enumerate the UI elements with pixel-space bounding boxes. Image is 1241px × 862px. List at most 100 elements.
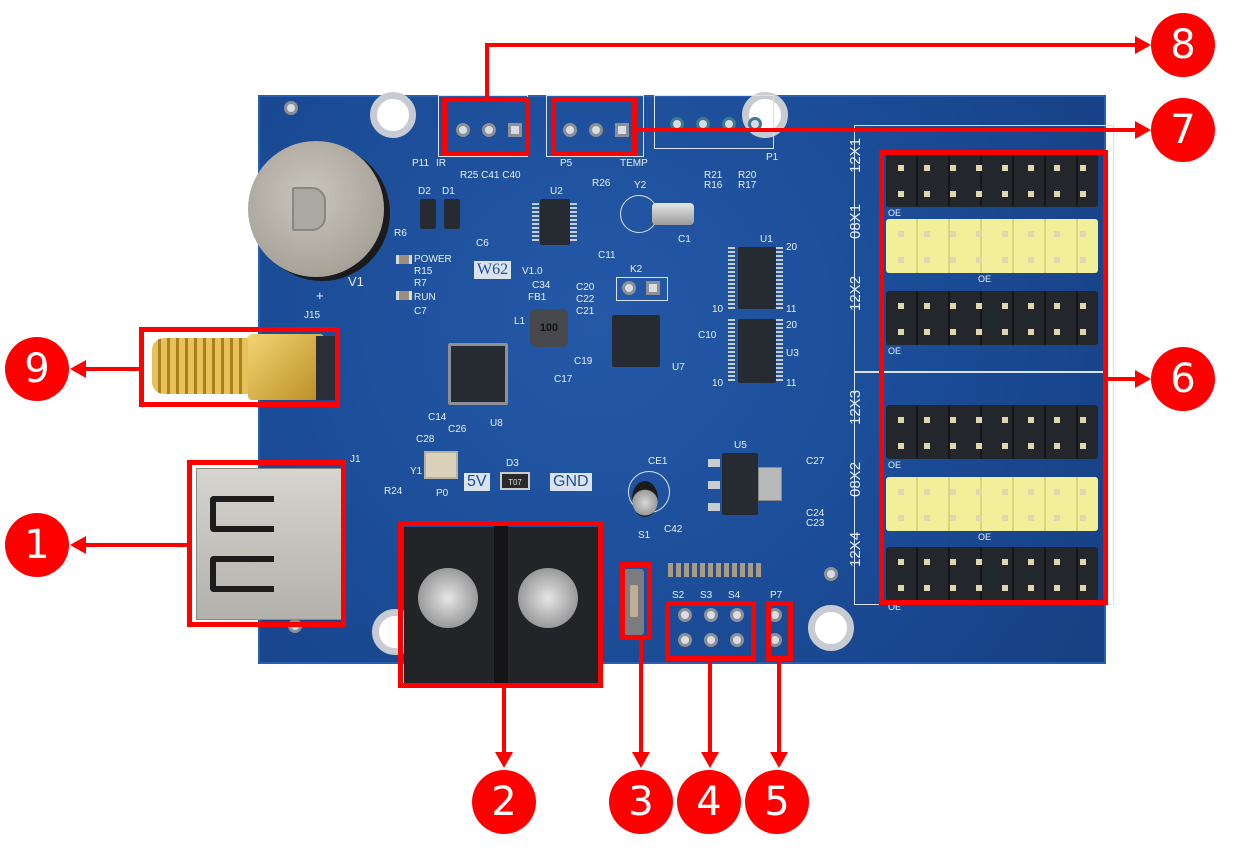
silk-u7: U7 [672,362,685,373]
silk-p1: P1 [766,152,779,163]
antenna-connector [152,338,252,394]
header-pin [1028,585,1034,591]
silk-u8: U8 [490,418,503,429]
header-pin [924,489,930,495]
silk-oe: OE [888,602,902,612]
s2-pin [678,608,692,622]
battery-clip [292,187,326,231]
silk-u1-pin10: 10 [712,304,724,315]
callout-7: 7 [1151,98,1215,162]
silk-c6: C6 [476,238,489,249]
silk-p7: P7 [770,590,783,601]
silk-r21: R21 [704,170,723,181]
silk-k2: K2 [630,264,643,275]
chip-u7 [612,315,660,367]
header-pin [1028,165,1034,171]
callout-3: 3 [609,770,673,834]
highlight-box-1 [187,460,346,627]
silk-r6: R6 [394,228,407,239]
power-led [396,255,412,264]
header-pin [1080,231,1086,237]
hub-port-label: 12X3 [847,389,864,425]
header-pin [1002,443,1008,449]
resistor-array [668,563,764,577]
mounting-hole [808,605,854,651]
button-s1-cap [630,585,638,617]
silk-c23: C23 [806,518,825,529]
header-pin [976,329,982,335]
silk-s1: S1 [638,530,651,541]
hub-port-label: 12X4 [847,531,864,567]
header-pin [898,257,904,263]
regulator-u5 [722,453,758,515]
highlight-box-6 [879,150,1108,605]
silk-c17: C17 [554,374,573,385]
header-pin [1080,191,1086,197]
arrow-6 [1135,370,1151,388]
s4-pin [730,633,744,647]
silk-run: RUN [414,292,436,303]
hub-header-12x4 [886,547,1098,601]
highlight-box-8 [442,97,530,156]
header-pin [898,585,904,591]
silk-p11: P11 [412,158,430,169]
header-pin [924,165,930,171]
callout-5: 5 [745,770,809,834]
silk-j15: J15 [304,310,321,321]
hub-port-label: 12X2 [847,275,864,311]
hub-port-label: 08X1 [847,203,864,239]
chip-pins [570,203,577,241]
temp-pin [563,123,577,137]
arrow-3 [632,752,650,768]
header-pin [1002,231,1008,237]
header-pin [1080,257,1086,263]
silk-c28: C28 [416,434,435,445]
silk-s4: S4 [728,590,741,601]
header-pin [950,329,956,335]
header-pin [1002,191,1008,197]
arrow-8 [1135,36,1151,54]
header-pin [1080,443,1086,449]
header-pin [1080,585,1086,591]
header-pin [1002,165,1008,171]
hub-divider [854,371,1106,373]
crystal-y2 [652,203,694,225]
silk-power: POWER [414,254,452,265]
highlight-box-5 [766,601,793,661]
silk-u3-pin10: 10 [712,378,724,389]
header-pin [898,165,904,171]
callout-6: 6 [1151,347,1215,411]
header-pin [1080,515,1086,521]
k2-outline [616,277,668,301]
silk-u3: U3 [786,348,799,359]
callout-8: 8 [1151,13,1215,77]
leader-line-5 [777,661,781,754]
silk-u1-pin20: 20 [786,242,798,253]
header-pin [924,191,930,197]
header-pin [1002,417,1008,423]
header-pin [924,417,930,423]
header-pin [976,515,982,521]
temp-pin [589,123,603,137]
highlight-box-2 [398,521,603,688]
chip-pins [728,247,735,309]
hub-header-12x3 [886,405,1098,459]
capacitor-ce1 [632,481,658,517]
s3-pin [704,608,718,622]
board-model-label: W62 [474,261,512,279]
leader-line-8 [485,43,489,99]
silk-ce1: CE1 [648,456,668,467]
temp-pin [615,123,629,137]
silk-c21: C21 [576,306,595,317]
silk-gnd: GND [550,473,592,491]
leader-line-6 [1108,377,1148,381]
silk-c1: C1 [678,234,691,245]
header-pin [1054,443,1060,449]
silk-s3: S3 [700,590,713,601]
ir-pin [508,123,522,137]
callout-9: 9 [5,337,69,401]
header-pin [924,303,930,309]
callout-4: 4 [677,770,741,834]
header-pin [1054,303,1060,309]
temp-header-outline [546,95,644,157]
